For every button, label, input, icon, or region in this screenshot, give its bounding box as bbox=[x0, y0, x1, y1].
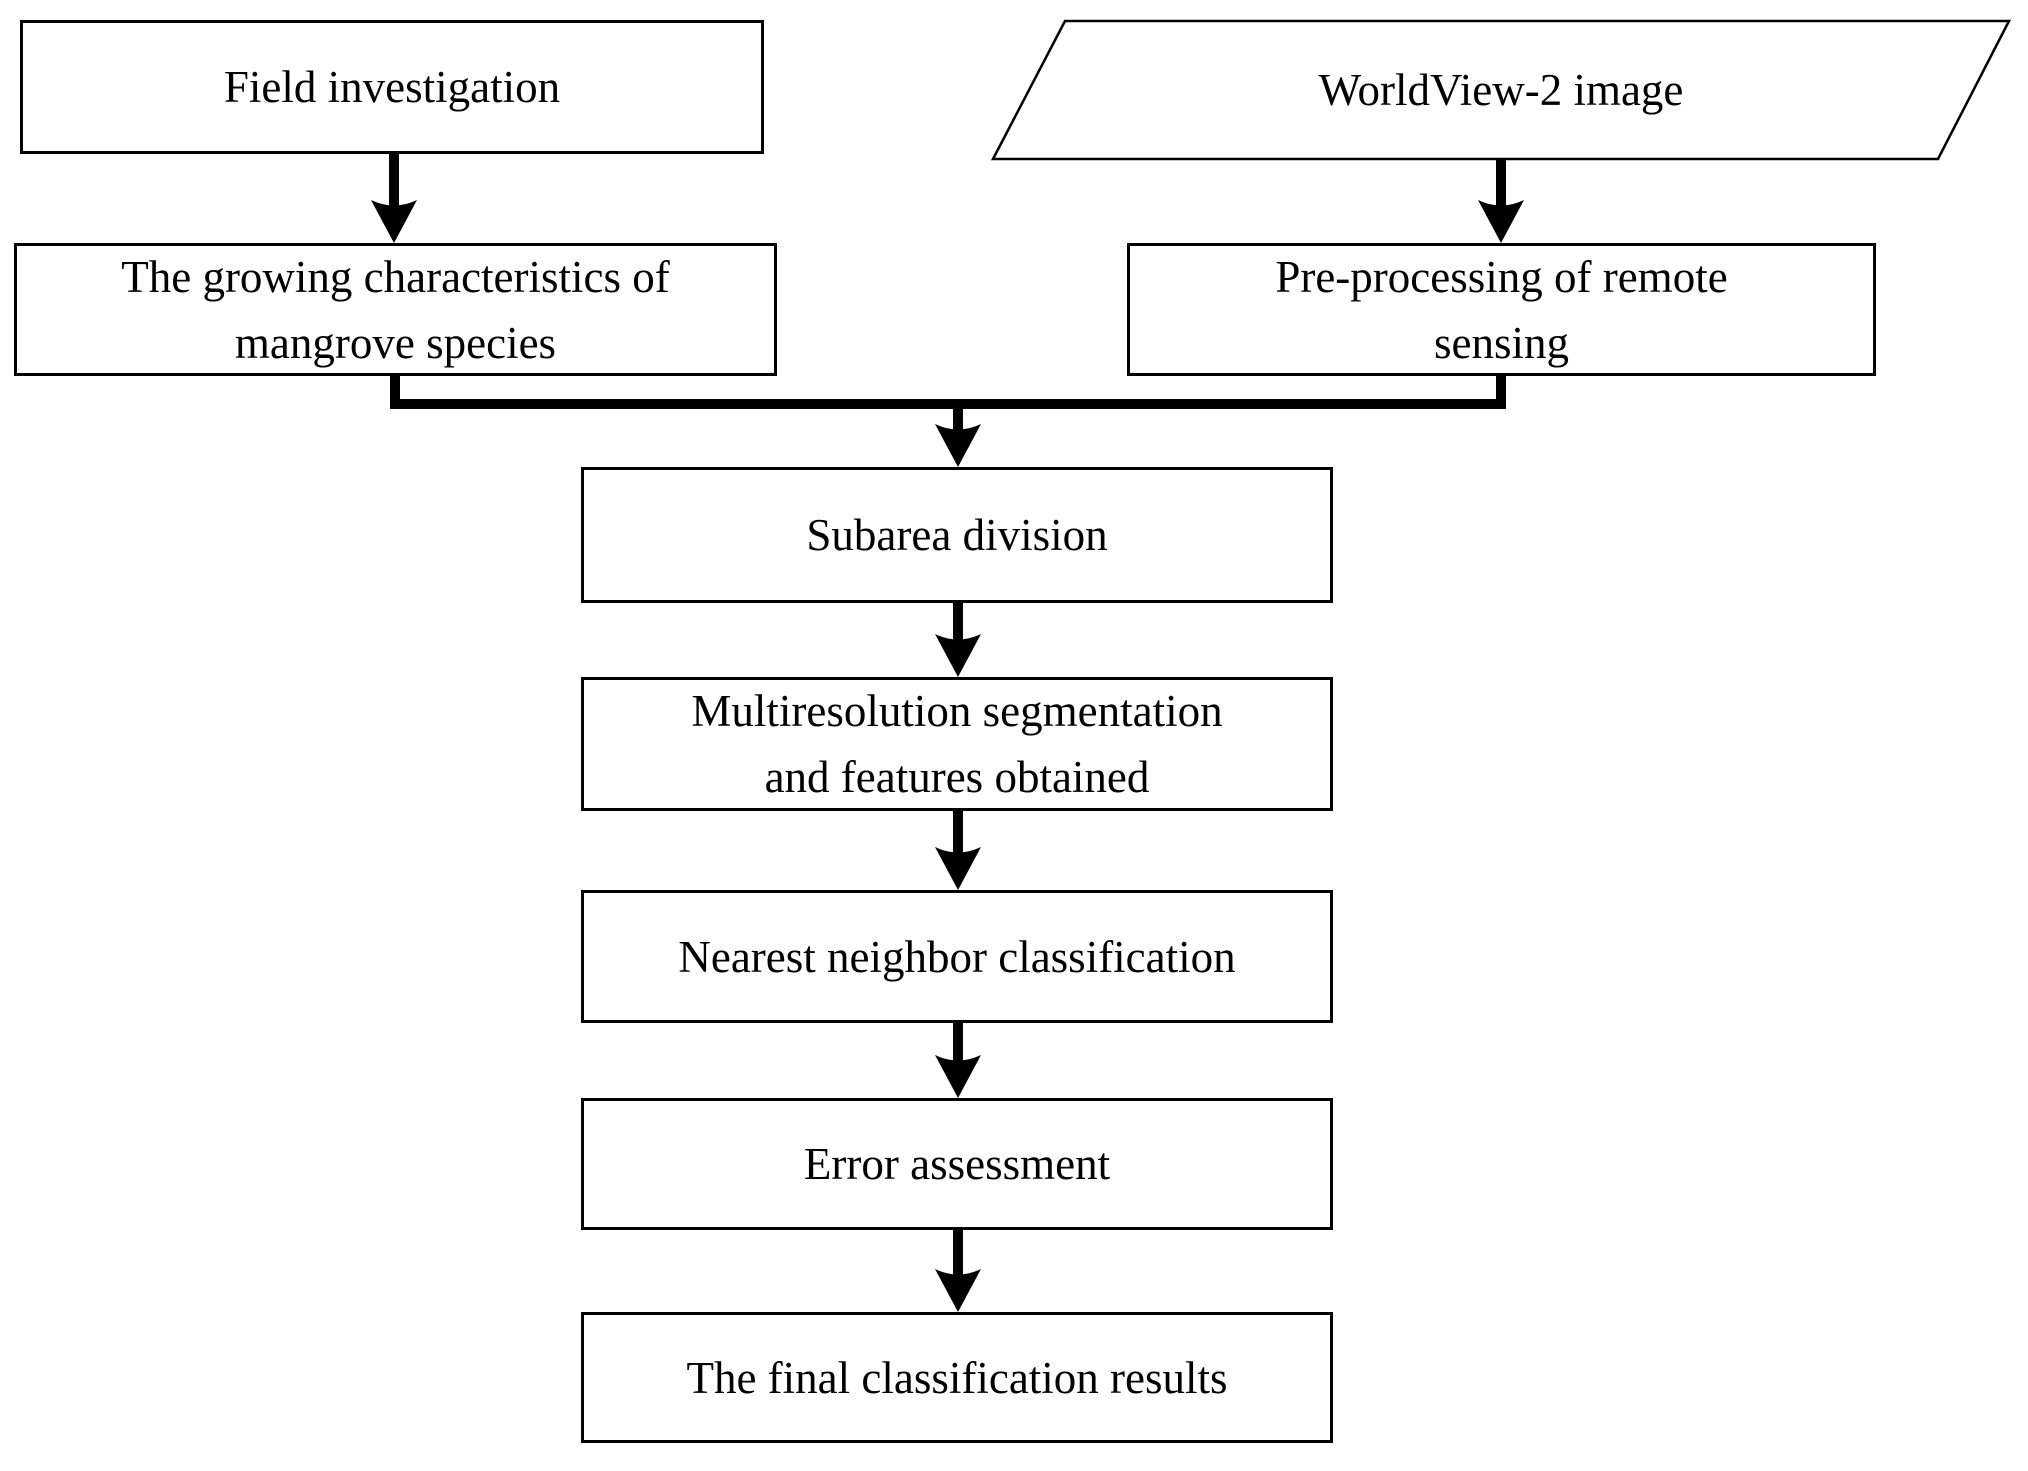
arrow-subarea-to-multires-icon bbox=[935, 602, 981, 677]
arrow-multires-to-nearest-icon bbox=[935, 811, 981, 890]
node-error-assessment: Error assessment bbox=[581, 1098, 1333, 1230]
arrow-nearest-to-error-icon bbox=[935, 1023, 981, 1098]
arrow-merge-to-subarea-icon bbox=[935, 404, 981, 467]
merge-connector-line bbox=[390, 376, 1506, 409]
node-worldview-image-label: WorldView-2 image bbox=[1318, 65, 1684, 115]
node-final-classification-results: The final classification results bbox=[581, 1312, 1333, 1443]
arrow-field-to-growing-icon bbox=[371, 154, 417, 243]
node-subarea-division: Subarea division bbox=[581, 467, 1333, 603]
node-field-investigation: Field investigation bbox=[20, 20, 764, 154]
node-multiresolution-segmentation: Multiresolution segmentation and feature… bbox=[581, 677, 1333, 811]
arrow-error-to-final-icon bbox=[935, 1230, 981, 1312]
worldview-parallelogram-shape bbox=[990, 19, 2012, 161]
node-growing-characteristics: The growing characteristics of mangrove … bbox=[14, 243, 777, 376]
node-nearest-neighbor-classification: Nearest neighbor classification bbox=[581, 890, 1333, 1023]
arrow-worldview-to-preprocessing-icon bbox=[1478, 159, 1524, 243]
node-preprocessing-remote-sensing: Pre-processing of remote sensing bbox=[1127, 243, 1876, 376]
